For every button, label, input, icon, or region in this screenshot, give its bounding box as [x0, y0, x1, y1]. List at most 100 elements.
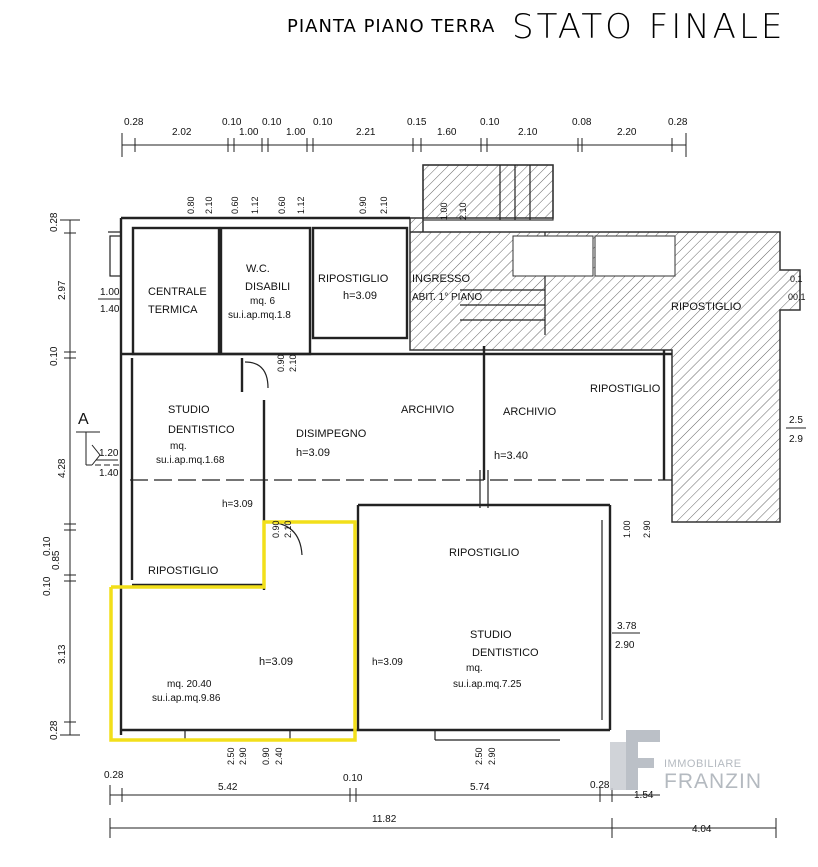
left-dimension-chain	[60, 219, 80, 736]
left-dim-label: 3.13	[57, 644, 68, 664]
room-label: su.i.ap.mq.1.8	[228, 310, 291, 321]
room-label: RIPOSTIGLIO	[590, 383, 661, 395]
left-dim-label: 4.28	[57, 458, 68, 478]
left-dim-label: 0.10	[49, 346, 60, 366]
top-dim-label: 0.10	[480, 117, 500, 128]
room-label: mq.	[170, 441, 187, 452]
opening-label: 0.80	[186, 196, 196, 214]
bottom-dim-label: 0.28	[104, 770, 124, 781]
room-label: RIPOSTIGLIO	[671, 301, 742, 313]
room-label: RIPOSTIGLIO	[449, 547, 520, 559]
room-label: mq.	[466, 663, 483, 674]
room-label: h=3.09	[222, 499, 253, 510]
logo-line2: FRANZIN	[664, 770, 762, 793]
room-label: TERMICA	[148, 304, 198, 316]
window-label: 1.20	[99, 448, 119, 459]
top-dim-label: 2.10	[518, 127, 538, 138]
opening-label: 0.60	[277, 196, 287, 214]
window-label: 1.40	[99, 468, 119, 479]
room-label: su.i.ap.mq.7.25	[453, 679, 522, 690]
room-label: h=3.09	[372, 657, 403, 668]
plan-title: STATO FINALE	[512, 7, 785, 47]
opening-label: 1.12	[296, 196, 306, 214]
opening-label: 0.90	[261, 747, 271, 765]
room-label: DENTISTICO	[168, 424, 235, 436]
opening-label: 2.10	[204, 196, 214, 214]
room-label: ARCHIVIO	[401, 404, 455, 416]
room-label: h=3.09	[259, 656, 293, 668]
room-label: CENTRALE	[148, 286, 207, 298]
door-label: 0.90	[276, 354, 286, 372]
bottom-dim-label: 5.42	[218, 782, 238, 793]
top-dim-label: 0.10	[313, 117, 333, 128]
opening-label: 2.50	[474, 747, 484, 765]
opening-label: 2.90	[487, 747, 497, 765]
opening-label: 2.10	[379, 196, 389, 214]
left-dim-label: 0.28	[49, 720, 60, 740]
bottom-dim-label: 1.54	[634, 790, 654, 801]
bottom-dim-label: 4.04	[692, 824, 712, 835]
room-label: INGRESSO	[412, 273, 471, 285]
room-label: DISABILI	[245, 281, 290, 293]
left-dim-label: 2.97	[57, 280, 68, 300]
room-label: ARCHIVIO	[503, 406, 557, 418]
top-dim-label: 0.15	[407, 117, 427, 128]
room-label: h=3.09	[296, 447, 330, 459]
stair-label: 1.00	[439, 202, 449, 220]
plan-subtitle: PIANTA PIANO TERRA	[287, 16, 495, 37]
top-dim-label: 2.21	[356, 127, 376, 138]
top-dim-label: 0.10	[222, 117, 242, 128]
room-label: RIPOSTIGLIO	[148, 565, 219, 577]
top-dim-label: 2.20	[617, 127, 637, 138]
section-marker	[76, 431, 120, 466]
room-label: DISIMPEGNO	[296, 428, 367, 440]
walls	[108, 216, 672, 741]
top-dim-label: 0.08	[572, 117, 592, 128]
room-label: STUDIO	[470, 629, 512, 641]
opening-label: 2.50	[226, 747, 236, 765]
window-label: 2.9	[789, 434, 803, 445]
agency-logo: IMMOBILIARE FRANZIN	[610, 730, 762, 793]
opening-label: 2.40	[274, 747, 284, 765]
room-label: su.i.ap.mq.1.68	[156, 455, 225, 466]
window-label: 1.40	[100, 304, 120, 315]
room-label: h=3.40	[494, 450, 528, 462]
bottom-dim-label: 0.10	[343, 773, 363, 784]
top-dim-label: 1.00	[239, 127, 259, 138]
highlighted-room	[109, 520, 357, 742]
room-label: mq. 20.40	[167, 679, 212, 690]
door-label: 0.90	[271, 520, 281, 538]
door-label: 2.10	[283, 520, 293, 538]
room-label: mq. 6	[250, 296, 275, 307]
left-dim-label: 0.85	[51, 550, 62, 570]
window-label: 00.1	[788, 292, 806, 302]
top-dim-label: 2.02	[172, 127, 192, 138]
top-dim-label: 1.60	[437, 127, 457, 138]
top-dim-label: 0.28	[124, 117, 144, 128]
room-label: ABIT. 1° PIANO	[412, 292, 482, 303]
window-label: 2.90	[615, 640, 635, 651]
staircase	[422, 164, 676, 335]
hatched-area	[409, 164, 801, 523]
bottom-dimension-chain	[109, 785, 777, 838]
left-dim-label: 0.28	[49, 212, 60, 232]
door-label: 2.90	[642, 520, 652, 538]
bottom-dim-label: 0.28	[590, 780, 610, 791]
top-dim-label: 0.28	[668, 117, 688, 128]
top-dim-label: 1.00	[286, 127, 306, 138]
room-label: su.i.ap.mq.9.86	[152, 693, 221, 704]
window-label: 3.78	[617, 621, 637, 632]
section-marker-label: A	[78, 411, 89, 428]
top-dim-label: 0.10	[262, 117, 282, 128]
bottom-dim-label: 11.82	[372, 814, 397, 825]
left-dim-label: 0.10	[42, 576, 53, 596]
door-label: 1.00	[622, 520, 632, 538]
opening-label: 2.90	[238, 747, 248, 765]
door-label: 2.10	[288, 354, 298, 372]
window-label: 1.00	[100, 287, 120, 298]
room-label: STUDIO	[168, 404, 210, 416]
opening-label: 0.60	[230, 196, 240, 214]
room-label: RIPOSTIGLIO	[318, 273, 389, 285]
stair-label: 2.10	[458, 202, 468, 220]
